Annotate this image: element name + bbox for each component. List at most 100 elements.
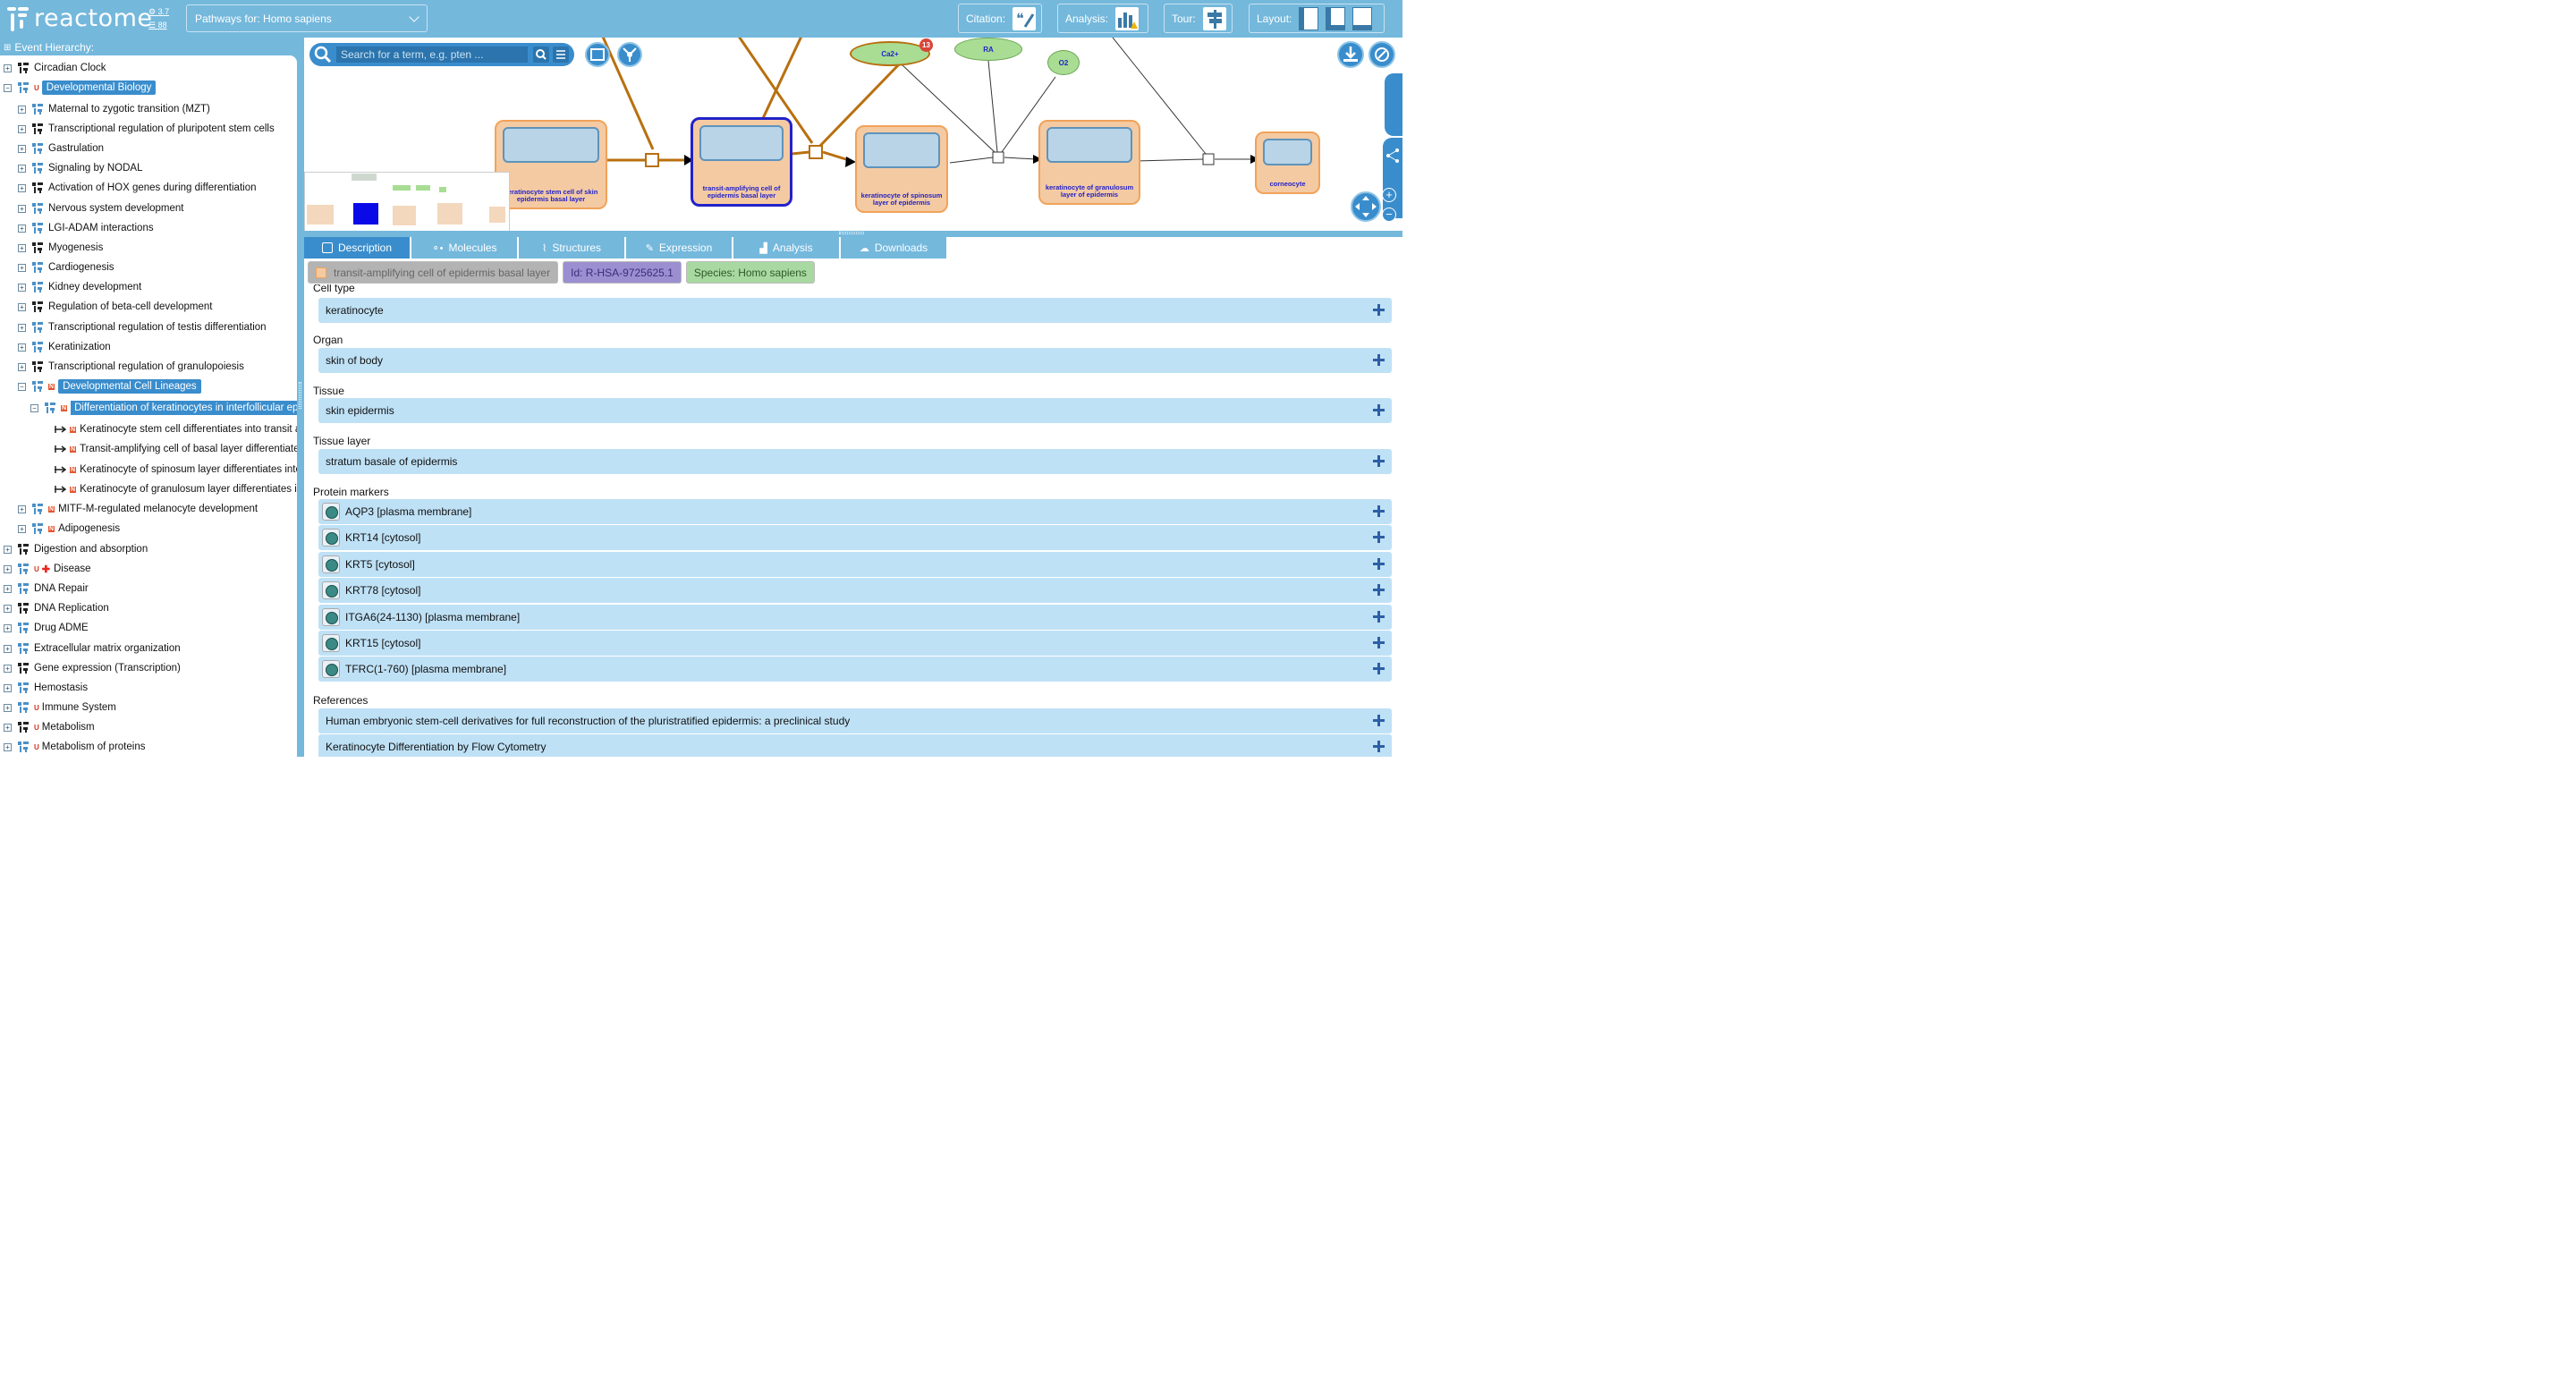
zoom-out-button[interactable]: − <box>1382 208 1396 222</box>
organ-row[interactable]: skin of body <box>318 348 1392 373</box>
layout-full-icon[interactable] <box>1352 6 1373 30</box>
diagram-node-transit-amplifying[interactable]: transit-amplifying cell of epidermis bas… <box>691 117 792 207</box>
selected-object-chip[interactable]: transit-amplifying cell of epidermis bas… <box>308 261 559 284</box>
expand-icon[interactable]: + <box>4 644 12 653</box>
tree-pathway-item[interactable]: +Circadian Clock <box>4 59 106 77</box>
protein-marker-row[interactable]: KRT78 [cytosol] <box>318 578 1392 604</box>
tree-pathway-item[interactable]: +Maternal to zygotic transition (MZT) <box>18 100 210 118</box>
expand-icon[interactable]: + <box>18 124 26 133</box>
tree-pathway-item[interactable]: +Regulation of beta-cell development <box>18 298 212 316</box>
expand-icon[interactable]: + <box>18 323 26 332</box>
expand-icon[interactable] <box>1373 404 1385 416</box>
tree-pathway-item[interactable]: +Kidney development <box>18 278 141 296</box>
pan-control[interactable] <box>1351 191 1381 222</box>
collapse-icon[interactable]: − <box>30 403 38 412</box>
side-drawer-handle[interactable] <box>1385 73 1402 136</box>
tree-pathway-item[interactable]: +DNA Replication <box>4 599 109 617</box>
diagram-node-stem-cell[interactable]: keratinocyte stem cell of skin epidermis… <box>495 120 607 209</box>
horizontal-splitter[interactable] <box>304 231 1402 237</box>
version-stat[interactable]: ⚙ 3.7 <box>148 7 170 16</box>
expand-icon[interactable] <box>1373 505 1385 517</box>
tissue-row[interactable]: skin epidermis <box>318 398 1392 423</box>
expand-icon[interactable]: + <box>18 164 26 173</box>
expand-icon[interactable]: + <box>18 362 26 371</box>
expand-icon[interactable]: + <box>4 564 12 573</box>
tree-pathway-item[interactable]: +Transcriptional regulation of pluripote… <box>18 120 275 138</box>
tree-pathway-item[interactable]: +Digestion and absorption <box>4 540 148 558</box>
expand-icon[interactable]: + <box>18 302 26 311</box>
tree-pathway-item[interactable]: +Cardiogenesis <box>18 259 114 276</box>
tree-pathway-item[interactable]: +Transcriptional regulation of granulopo… <box>18 358 244 376</box>
expand-icon[interactable]: + <box>4 545 12 554</box>
expand-icon[interactable] <box>1373 354 1385 366</box>
download-diagram-button[interactable] <box>1337 41 1364 68</box>
expand-icon[interactable]: + <box>18 183 26 192</box>
diagram-node-corneocyte[interactable]: corneocyte <box>1255 131 1320 194</box>
expand-icon[interactable]: + <box>4 742 12 751</box>
protein-marker-row[interactable]: KRT5 [cytosol] <box>318 551 1392 577</box>
protein-marker-row[interactable]: ITGA6(24-1130) [plasma membrane] <box>318 604 1392 630</box>
layout-left-icon[interactable] <box>1299 6 1319 30</box>
protein-marker-row[interactable]: KRT14 [cytosol] <box>318 525 1392 551</box>
collapse-icon[interactable]: − <box>4 83 12 92</box>
expand-icon[interactable]: + <box>18 283 26 292</box>
expand-icon[interactable]: + <box>4 664 12 673</box>
protein-marker-row[interactable]: KRT15 [cytosol] <box>318 631 1392 656</box>
tree-pathway-item[interactable]: +Gene expression (Transcription) <box>4 659 181 677</box>
expand-icon[interactable]: + <box>4 683 12 692</box>
expand-icon[interactable] <box>1373 557 1385 570</box>
pathway-diagram[interactable]: keratinocyte stem cell of skin epidermis… <box>304 38 1402 231</box>
search-button[interactable] <box>533 47 549 63</box>
diagram-molecule-ca[interactable]: Ca2+ <box>850 41 930 66</box>
collapse-icon[interactable]: − <box>18 382 26 391</box>
tree-pathway-item[interactable]: +Signaling by NODAL <box>18 159 142 177</box>
count-stat[interactable]: ☰ 88 <box>148 21 167 30</box>
tree-pathway-item[interactable]: +DNA Repair <box>4 580 89 598</box>
expand-icon[interactable]: + <box>18 263 26 272</box>
search-input[interactable] <box>336 47 528 63</box>
tree-pathway-item[interactable]: +Keratinization <box>18 338 111 356</box>
tab-expression[interactable]: ✎Expression <box>626 237 732 259</box>
layout-split-icon[interactable] <box>1326 6 1346 30</box>
expand-icon[interactable]: + <box>18 105 26 114</box>
tree-pathway-item[interactable]: +Transcriptional regulation of testis di… <box>18 318 267 336</box>
tab-downloads[interactable]: ☁Downloads <box>841 237 946 259</box>
cell-type-row[interactable]: keratinocyte <box>318 298 1392 323</box>
tour-button[interactable]: Tour: <box>1164 4 1233 33</box>
search-options-button[interactable] <box>553 47 569 63</box>
expand-icon[interactable] <box>1373 741 1385 752</box>
zoom-in-button[interactable]: + <box>1382 188 1396 202</box>
protein-marker-row[interactable]: TFRC(1-760) [plasma membrane] <box>318 657 1392 682</box>
tissue-layer-row[interactable]: stratum basale of epidermis <box>318 449 1392 474</box>
vertical-splitter[interactable] <box>297 38 304 757</box>
expand-icon[interactable]: + <box>4 584 12 593</box>
expand-icon[interactable]: + <box>4 623 12 632</box>
diagram-node-granulosum[interactable]: keratinocyte of granulosum layer of epid… <box>1038 120 1140 205</box>
expand-icon[interactable] <box>1373 637 1385 648</box>
expand-icon[interactable]: + <box>18 224 26 233</box>
expand-icon[interactable]: + <box>18 144 26 153</box>
analysis-button[interactable]: Analysis: <box>1057 4 1148 33</box>
reactome-logo[interactable]: reactome <box>7 4 153 32</box>
expand-icon[interactable] <box>1373 610 1385 623</box>
expand-icon[interactable]: + <box>18 204 26 213</box>
tree-pathway-item[interactable]: +Extracellular matrix organization <box>4 640 181 657</box>
diagram-molecule-ra[interactable]: RA <box>954 38 1022 61</box>
tree-pathway-item[interactable]: +LGI-ADAM interactions <box>18 219 154 237</box>
expand-icon[interactable] <box>1373 531 1385 544</box>
fit-diagram-button[interactable] <box>585 42 610 67</box>
expand-icon[interactable] <box>1373 304 1385 316</box>
stable-id-chip[interactable]: Id: R-HSA-9725625.1 <box>563 261 682 284</box>
citation-button[interactable]: Citation: ❝ <box>958 4 1042 33</box>
protein-marker-row[interactable]: AQP3 [plasma membrane] <box>318 499 1392 524</box>
expand-icon[interactable]: + <box>4 703 12 712</box>
expand-icon[interactable]: + <box>4 604 12 613</box>
tab-structures[interactable]: ⌇Structures <box>519 237 624 259</box>
tree-pathway-item[interactable]: +Myogenesis <box>18 239 103 257</box>
